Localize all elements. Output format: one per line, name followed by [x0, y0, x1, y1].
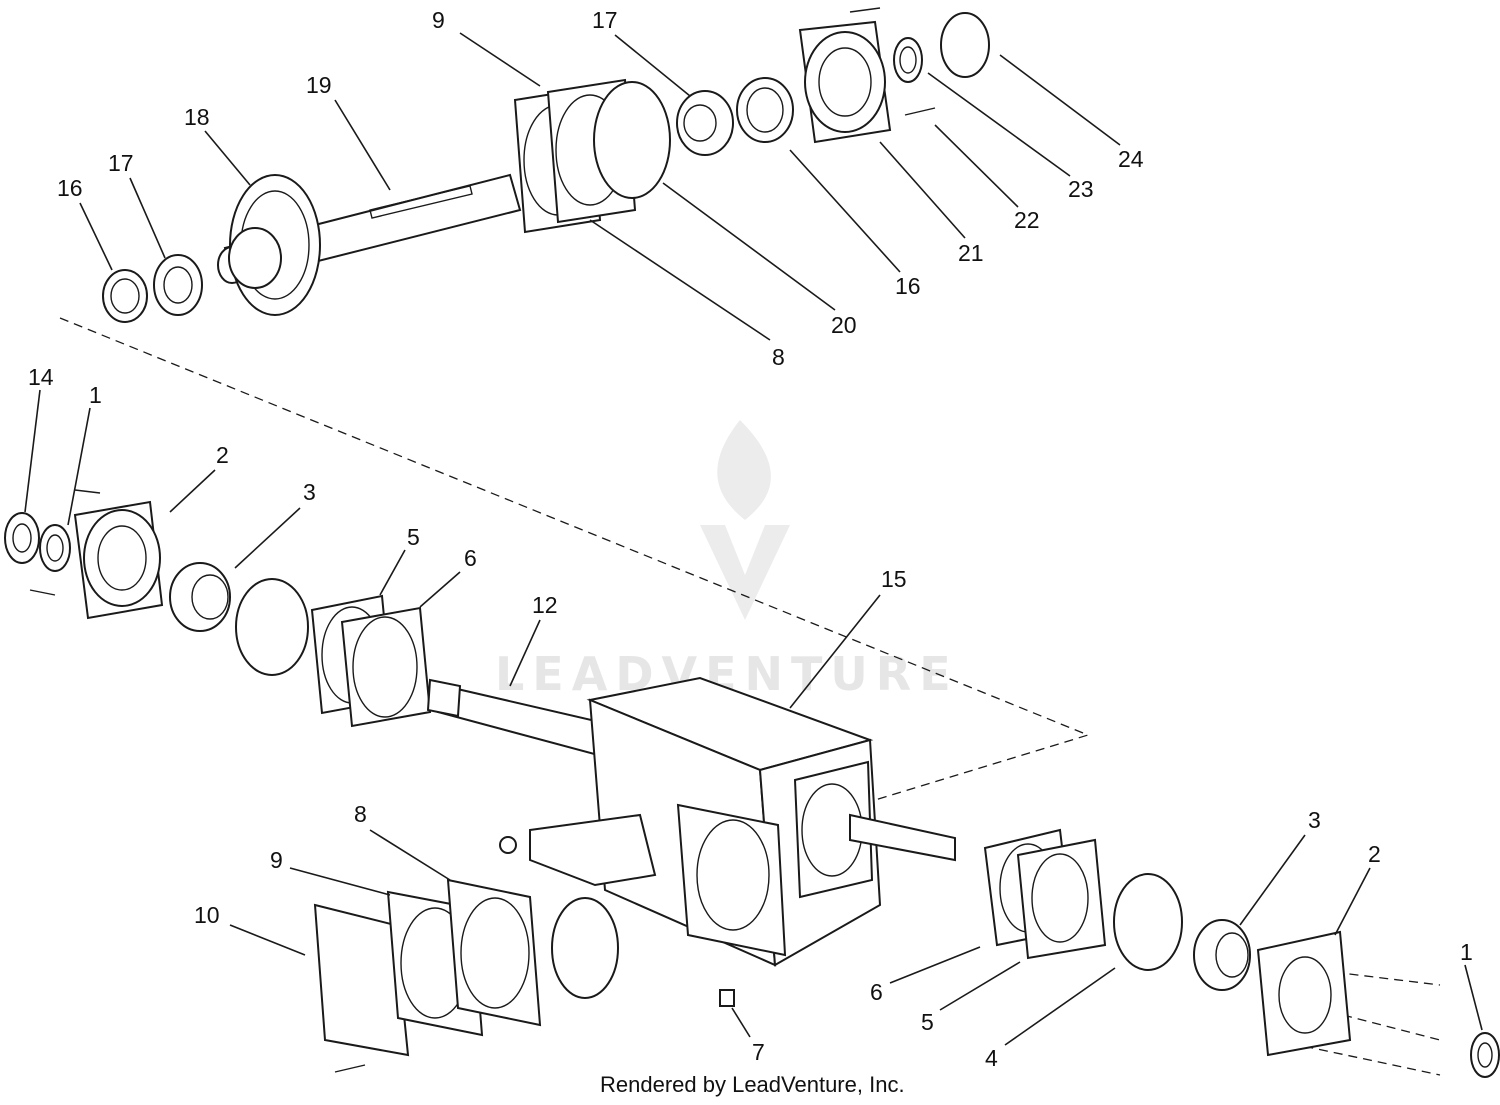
- callout-label: 7: [752, 1039, 765, 1065]
- seal-1-right: [1470, 1032, 1500, 1078]
- callout-label: 24: [1118, 146, 1144, 172]
- callout-label: 2: [216, 442, 229, 468]
- cover-plate-10: [313, 903, 410, 1073]
- bearing-housing-2-left: [29, 489, 164, 620]
- callout-label: 8: [772, 344, 785, 370]
- callout-label: 9: [270, 847, 283, 873]
- callout-label: 10: [194, 902, 220, 928]
- callout-label: 6: [464, 545, 477, 571]
- callout-label: 17: [592, 7, 618, 33]
- bearing-plate-2-right: [1256, 930, 1352, 1057]
- callout-label: 5: [921, 1009, 934, 1035]
- oil-seal-14: [4, 512, 40, 564]
- gasket-8-lower: [446, 878, 542, 1027]
- callout-label: 23: [1068, 176, 1094, 202]
- callout-label: 18: [184, 104, 210, 130]
- callout-label: 17: [108, 150, 134, 176]
- leadventure-watermark: LEADVENTURE: [495, 420, 951, 701]
- left-side-assembly: [4, 489, 432, 728]
- callout-label: 16: [57, 175, 83, 201]
- assembly-dashed-lines: [59, 317, 1441, 1076]
- bearing-cup-16-right: [736, 77, 794, 143]
- helical-gear-18: [228, 174, 321, 316]
- o-ring-20: [593, 81, 671, 199]
- gasket-5-right: [1016, 838, 1107, 960]
- callout-label: 1: [89, 382, 102, 408]
- gearbox-housing-15: [499, 676, 956, 967]
- upper-shaft-assembly: [102, 7, 990, 323]
- plug-7: [719, 989, 735, 1007]
- callout-labels: 9 17 19 18 17 16 24 23 22 21 16 20 8 14 …: [28, 7, 1473, 1071]
- o-ring-lower-left: [551, 897, 619, 999]
- seal-1-left: [39, 524, 71, 572]
- render-credit: Rendered by LeadVenture, Inc.: [600, 1072, 905, 1097]
- lower-right-assembly: [983, 828, 1500, 1078]
- callout-label: 19: [306, 72, 332, 98]
- o-ring-4-right: [1113, 873, 1183, 971]
- gasket-6-left: [340, 606, 432, 728]
- lower-left-cover-stack: [313, 878, 735, 1073]
- oil-seal-23: [893, 37, 923, 83]
- callout-label: 2: [1368, 841, 1381, 867]
- callout-label: 15: [881, 566, 907, 592]
- callout-label: 6: [870, 979, 883, 1005]
- callout-label: 16: [895, 273, 921, 299]
- callout-label: 21: [958, 240, 984, 266]
- bearing-cup-16-left: [102, 269, 148, 323]
- callout-label: 20: [831, 312, 857, 338]
- tapered-bearing-17-left: [153, 254, 203, 316]
- callout-leaders: [24, 32, 1483, 1046]
- o-ring-4-left: [235, 578, 309, 676]
- callout-label: 9: [432, 7, 445, 33]
- callout-label: 3: [1308, 807, 1321, 833]
- callout-label: 1: [1460, 939, 1473, 965]
- callout-label: 14: [28, 364, 54, 390]
- gearbox-main: [426, 676, 956, 967]
- snap-ring-24: [940, 12, 990, 78]
- tapered-bearing-17-right: [676, 90, 734, 156]
- ball-bearing-3-left: [169, 562, 231, 632]
- ball-bearing-3-right: [1193, 919, 1251, 991]
- callout-label: 5: [407, 524, 420, 550]
- callout-label: 8: [354, 801, 367, 827]
- bearing-housing-21: [798, 7, 936, 144]
- callout-label: 22: [1014, 207, 1040, 233]
- callout-label: 3: [303, 479, 316, 505]
- callout-label: 4: [985, 1045, 998, 1071]
- callout-label: 12: [532, 592, 558, 618]
